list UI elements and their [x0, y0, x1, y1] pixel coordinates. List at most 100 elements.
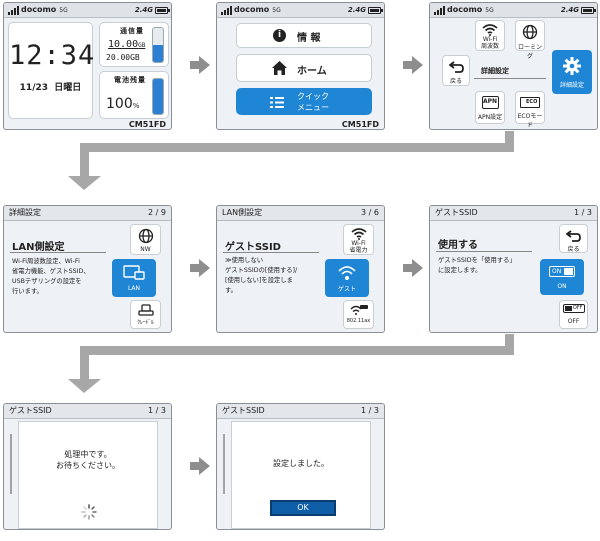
on-button[interactable]: ON ON — [540, 259, 584, 295]
lan-label: LAN — [127, 285, 141, 292]
cradle-button[interactable]: ｸﾚｰﾄﾞﾙ — [130, 300, 161, 329]
screen-header: 詳細設定 2 / 9 — [4, 206, 171, 221]
battery-panel: 電池残量 100% — [99, 71, 169, 119]
lan-settings-screen: LAN側設定 3 / 6 ゲストSSID ≫使用しない ゲストSSIDの[使用す… — [216, 205, 385, 333]
back-label: 戻る — [449, 78, 462, 85]
setting-description: ゲストSSIDを「使用する」 に設定します。 — [438, 257, 516, 274]
home-icon — [272, 61, 287, 75]
flow-connector — [505, 334, 514, 354]
quick-menu-button[interactable]: クイック メニュー — [236, 88, 372, 115]
battery-level-fill — [153, 79, 163, 114]
data-usage-bar — [152, 27, 164, 63]
guest-ssid-button[interactable]: ゲスト — [325, 259, 369, 297]
cradle-label: ｸﾚｰﾄﾞﾙ — [137, 320, 154, 326]
loading-spinner-icon — [81, 504, 97, 520]
header-title: ゲストSSID — [9, 406, 52, 415]
data-usage-value: 10.00GB — [108, 39, 146, 50]
clock-panel: 12:34 11/23 日曜日 — [8, 22, 96, 119]
band-indicator: 2.4G — [134, 6, 153, 14]
battery-icon — [581, 7, 596, 14]
battery-icon — [368, 7, 383, 14]
completed-message: 設定しました。 — [273, 459, 329, 468]
eco-icon-text: ECO — [526, 99, 538, 105]
apn-label: APN設定 — [477, 114, 503, 121]
data-usage-panel: 通信量 10.00GB 20.00GB — [99, 22, 169, 67]
screen-header: ゲストSSID 1 / 3 — [4, 404, 171, 419]
globe-icon — [522, 24, 538, 40]
lan-button[interactable]: LAN — [112, 259, 156, 297]
page-indicator: 1 / 3 — [574, 208, 592, 217]
quick-menu-label: クイック メニュー — [297, 92, 329, 112]
on-toggle-icon: ON — [549, 266, 575, 277]
back-arrow-icon — [448, 61, 464, 73]
info-icon: i — [273, 29, 286, 42]
wifi-ax-label: 802.11ax — [346, 318, 371, 324]
globe-icon — [138, 228, 153, 244]
back-arrow-icon — [566, 230, 581, 242]
eco-mode-button[interactable]: ECO ECOモード — [515, 91, 545, 129]
off-toggle-text: OFF — [572, 305, 583, 311]
header-title: LAN側設定 — [222, 208, 263, 217]
detail-settings-button[interactable]: 詳細設定 — [552, 50, 592, 94]
detail-settings-screen: 詳細設定 2 / 9 LAN側設定 Wi-Fi周波数設定、Wi-Fi 省電力機能… — [3, 205, 172, 333]
info-label: 情 報 — [297, 33, 321, 44]
band-indicator: 2.4G — [347, 6, 366, 14]
info-button[interactable]: i 情 報 — [236, 23, 372, 48]
model-name: CM51FD — [341, 120, 379, 129]
divider — [436, 251, 532, 252]
wifi-power-label-2: 省電力 — [349, 247, 368, 254]
battery-icon — [155, 7, 170, 14]
data-usage-label: 通信量 — [120, 27, 144, 35]
setting-title: 使用する — [438, 240, 478, 251]
wifi-frequency-label-2: 周波数 — [480, 43, 499, 50]
signal-icon — [221, 6, 232, 15]
wifi-icon — [350, 228, 367, 240]
header-title: ゲストSSID — [435, 208, 478, 217]
off-label: OFF — [567, 318, 580, 325]
ok-button[interactable]: OK — [270, 500, 336, 516]
processing-dialog: 処理中です。 お待ちください。 — [18, 421, 158, 529]
wifi-power-label: Wi-Fi — [351, 240, 366, 247]
wifi-power-save-button[interactable]: Wi-Fi 省電力 — [343, 224, 374, 255]
home-button[interactable]: ホーム — [236, 54, 372, 82]
page-indicator: 3 / 6 — [361, 208, 379, 217]
clock-time: 12:34 — [9, 40, 96, 71]
guest-wifi-icon — [338, 266, 356, 280]
header-title: ゲストSSID — [222, 406, 265, 415]
detail-settings-label: 詳細設定 — [559, 82, 584, 89]
list-icon — [270, 97, 284, 108]
screen-header: LAN側設定 3 / 6 — [217, 206, 384, 221]
divider — [10, 252, 106, 253]
wifi-frequency-button[interactable]: Wi-Fi 周波数 — [475, 20, 505, 51]
back-button[interactable]: 戻る — [442, 55, 470, 86]
wifi-icon — [482, 24, 498, 36]
wifi-ax-icon — [350, 305, 368, 315]
nw-button[interactable]: NW — [130, 224, 161, 255]
home-label: ホーム — [297, 66, 327, 77]
flow-connector — [80, 143, 514, 152]
apn-settings-button[interactable]: APN APN設定 — [475, 91, 505, 124]
battery-level-bar — [152, 78, 164, 115]
data-usage-total: 20.00GB — [106, 53, 140, 62]
apn-icon: APN — [481, 96, 499, 109]
setting-description: Wi-Fi周波数設定、Wi-Fi 省電力機能、ゲストSSID、 USBテザリング… — [12, 258, 90, 295]
completed-dialog: 設定しました。 OK — [231, 421, 371, 529]
page-indicator: 2 / 9 — [148, 208, 166, 217]
eco-mode-label: ECOモード — [517, 113, 543, 129]
flow-connector — [505, 131, 514, 151]
page-indicator: 1 / 3 — [148, 406, 166, 415]
clock-date: 11/23 日曜日 — [19, 83, 82, 93]
gear-icon — [563, 57, 581, 75]
wifi-ax-button[interactable]: 802.11ax — [343, 300, 374, 329]
off-button[interactable]: OFF OFF — [559, 300, 588, 329]
roaming-button[interactable]: ローミング — [515, 20, 545, 60]
completed-screen: ゲストSSID 1 / 3 設定しました。 OK — [216, 403, 385, 530]
back-button[interactable]: 戻る — [559, 224, 588, 253]
battery-value: 100% — [106, 96, 140, 112]
